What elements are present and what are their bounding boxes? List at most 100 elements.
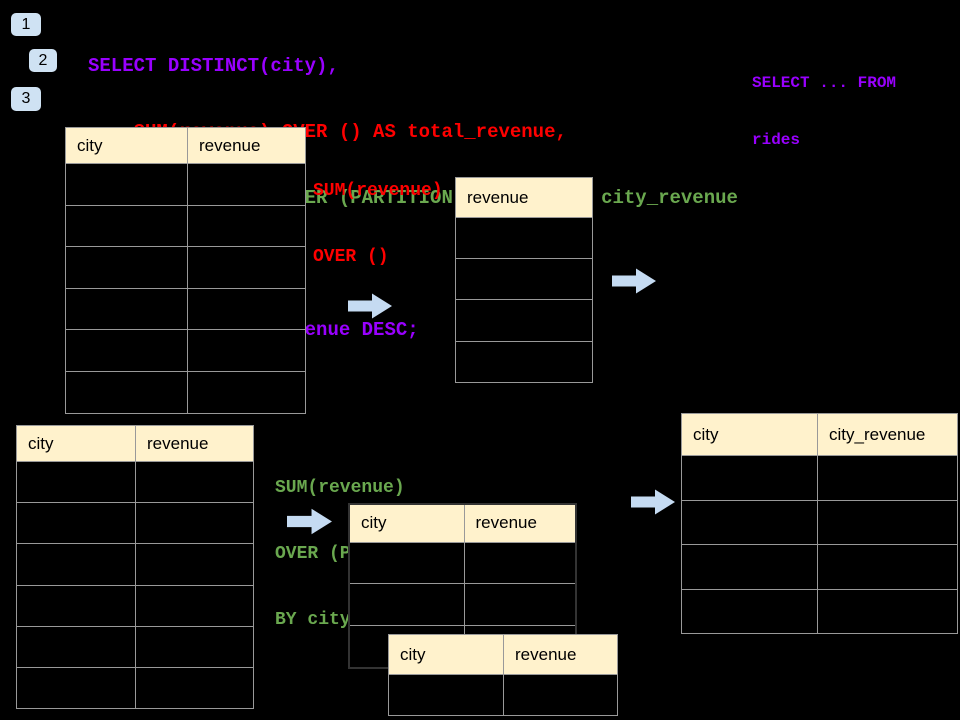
empty-cell: [16, 460, 136, 504]
step-badge-label: 2: [38, 51, 48, 69]
empty-cell: [187, 163, 306, 206]
empty-cell: [455, 216, 593, 260]
empty-cell: [455, 340, 593, 383]
empty-cell: [503, 674, 618, 716]
empty-cell: [463, 541, 577, 585]
empty-cell: [388, 674, 504, 716]
table-row: [455, 299, 593, 342]
table-header-row: city city_revenue: [681, 413, 958, 456]
column-header: city: [681, 413, 818, 456]
table-row: [65, 204, 306, 248]
step-badge-label: 1: [21, 15, 31, 33]
column-header: revenue: [455, 177, 593, 218]
empty-cell: [455, 299, 593, 342]
empty-cell: [455, 258, 593, 301]
table-row: [681, 499, 958, 545]
column-header: city: [65, 127, 188, 164]
table-partition-front: city revenue: [388, 634, 618, 716]
table-row: [388, 674, 618, 716]
table-row: [455, 258, 593, 301]
flow-arrow-shape: [287, 508, 332, 535]
empty-cell: [65, 329, 188, 372]
table-row: [681, 455, 958, 501]
table-row: [348, 583, 577, 626]
empty-cell: [135, 584, 254, 627]
empty-cell: [187, 204, 306, 248]
column-header: city: [388, 634, 504, 675]
table-row: [65, 246, 306, 289]
column-header: revenue: [187, 127, 306, 164]
column-header: city_revenue: [817, 413, 958, 456]
empty-cell: [187, 287, 306, 331]
column-header: revenue: [463, 503, 577, 543]
empty-cell: [16, 584, 136, 627]
empty-cell: [187, 329, 306, 372]
empty-cell: [135, 502, 254, 545]
empty-cell: [16, 666, 136, 710]
table-row: [65, 329, 306, 372]
table-header-row: city revenue: [16, 425, 254, 462]
annotation-total-revenue: SUM(revenue) OVER (): [313, 136, 443, 312]
table-row: [16, 543, 254, 586]
empty-cell: [65, 204, 188, 248]
column-header: city: [16, 425, 136, 462]
table-source-top: city revenue: [65, 127, 306, 414]
empty-cell: [817, 588, 958, 634]
annotation-line: OVER (): [313, 247, 389, 267]
table-city-revenue-result: city city_revenue: [681, 413, 958, 634]
empty-cell: [16, 502, 136, 545]
column-header: revenue: [135, 425, 254, 462]
annotation-line: BY city): [275, 610, 362, 630]
table-header-row: city revenue: [388, 634, 618, 675]
empty-cell: [817, 455, 958, 501]
side-note: SELECT ... FROM rides: [752, 36, 896, 188]
empty-cell: [65, 287, 188, 331]
empty-cell: [681, 588, 818, 634]
flow-arrow-shape: [348, 293, 392, 319]
sql-line-select: SELECT DISTINCT(city),: [88, 55, 339, 77]
table-row: [16, 584, 254, 627]
empty-cell: [135, 625, 254, 668]
empty-cell: [187, 246, 306, 289]
empty-cell: [187, 370, 306, 414]
annotation-line: SUM(revenue): [313, 181, 443, 201]
table-header-row: revenue: [455, 177, 593, 218]
flow-arrow-icon: [612, 268, 656, 294]
empty-cell: [65, 163, 188, 206]
empty-cell: [817, 499, 958, 545]
empty-cell: [463, 583, 577, 626]
flow-arrow-shape: [631, 489, 675, 515]
table-row: [65, 163, 306, 206]
table-partition-back: city revenue: [348, 503, 577, 669]
table-row: [16, 502, 254, 545]
table-row: [16, 625, 254, 668]
column-header: revenue: [503, 634, 618, 675]
empty-cell: [681, 544, 818, 590]
flow-arrow-icon: [287, 508, 332, 535]
empty-cell: [348, 583, 465, 626]
table-row: [16, 460, 254, 504]
empty-cell: [135, 543, 254, 586]
empty-cell: [16, 543, 136, 586]
table-row: [455, 340, 593, 383]
step-badge-label: 3: [21, 90, 31, 107]
table-row: [681, 544, 958, 590]
table-header-row: city revenue: [348, 503, 577, 543]
flow-arrow-icon: [631, 489, 675, 515]
column-header: city: [348, 503, 465, 543]
empty-cell: [681, 499, 818, 545]
table-row: [348, 541, 577, 585]
side-note-line: rides: [752, 131, 801, 149]
step-badge-1: 1: [11, 13, 41, 36]
empty-cell: [817, 544, 958, 590]
table-source-bottom: city revenue: [16, 425, 254, 710]
empty-cell: [65, 370, 188, 414]
empty-cell: [135, 460, 254, 504]
table-row: [16, 666, 254, 710]
empty-cell: [135, 666, 254, 710]
step-badge-2: 2: [29, 49, 57, 72]
side-note-line: SELECT ... FROM: [752, 74, 897, 92]
step-badge-3: 3: [11, 87, 41, 111]
table-row: [65, 370, 306, 414]
